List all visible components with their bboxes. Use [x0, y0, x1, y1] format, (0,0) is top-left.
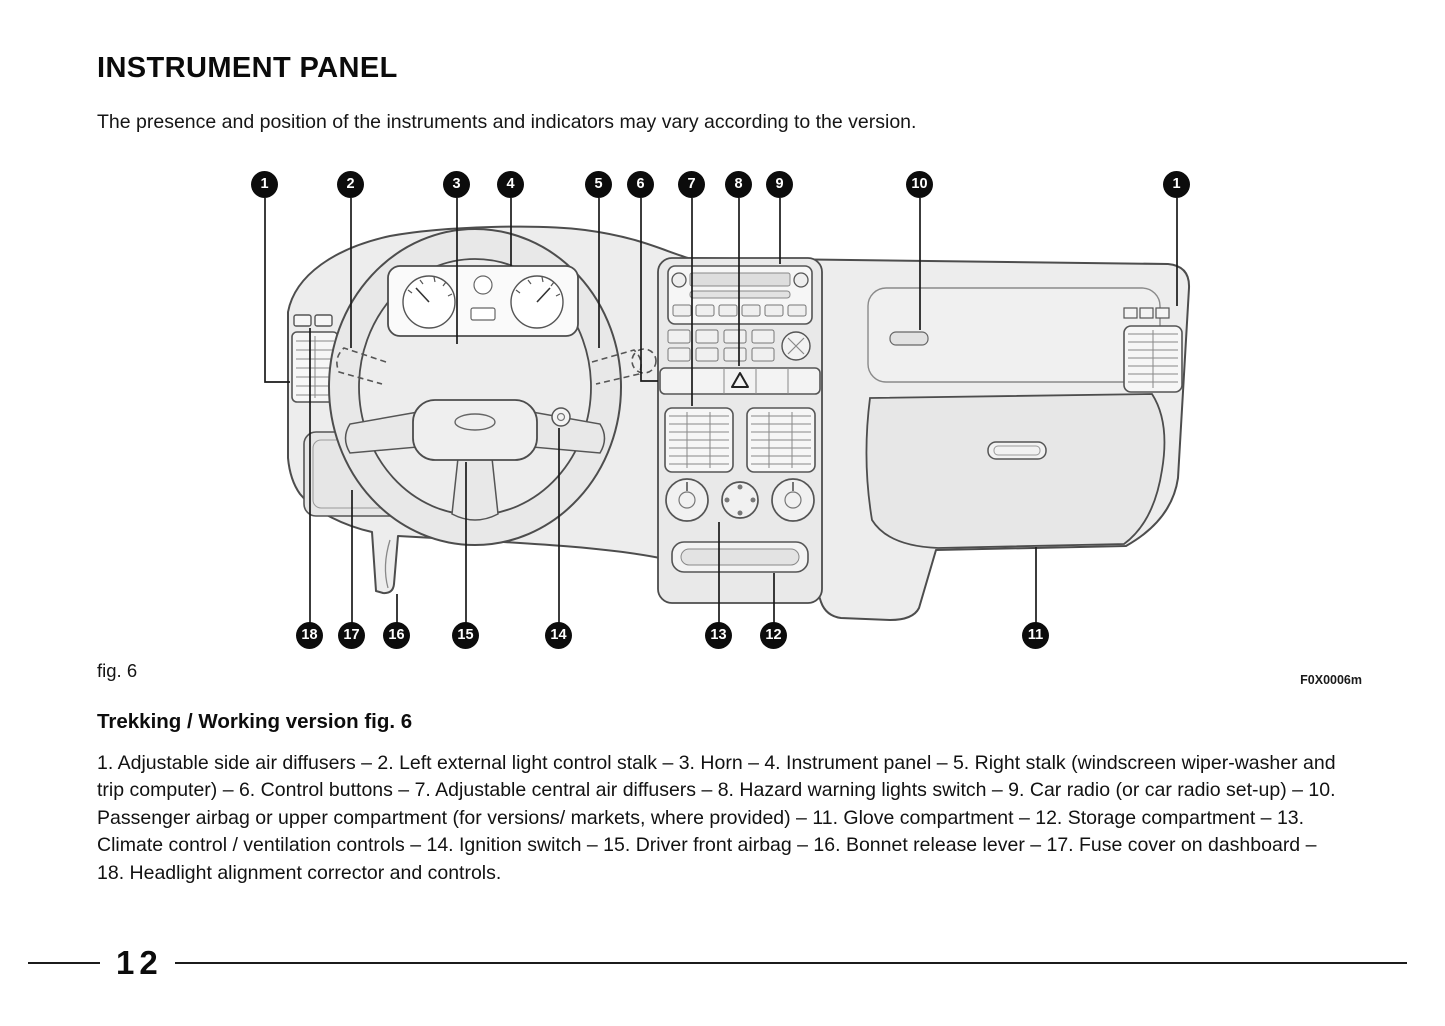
- control-buttons-strip: [659, 367, 821, 395]
- page-title: INSTRUMENT PANEL: [97, 52, 398, 84]
- callout-17: 17: [338, 622, 365, 649]
- right-air-diffuser: [1123, 307, 1183, 393]
- car-radio: [667, 265, 813, 325]
- instrument-cluster: [387, 265, 579, 337]
- callout-15: 15: [452, 622, 479, 649]
- legend-text: 1. Adjustable side air diffusers – 2. Le…: [97, 752, 1336, 884]
- callout-6: 6: [627, 171, 654, 198]
- right-stalk: [591, 349, 642, 385]
- ignition-switch: [551, 407, 571, 427]
- page-footer: 12: [0, 944, 1445, 982]
- callout-3: 3: [443, 171, 470, 198]
- callout-11: 11: [1022, 622, 1049, 649]
- callout-7: 7: [678, 171, 705, 198]
- callout-8: 8: [725, 171, 752, 198]
- callout-16: 16: [383, 622, 410, 649]
- callout-10: 10: [906, 171, 933, 198]
- callout-9: 9: [766, 171, 793, 198]
- page-number: 12: [116, 944, 163, 981]
- headlight-corrector-controls: [293, 314, 333, 327]
- intro-text: The presence and position of the instrum…: [97, 111, 917, 133]
- leader-lines: [264, 198, 1178, 623]
- callout-12: 12: [760, 622, 787, 649]
- figure-code: F0X0006m: [1300, 673, 1362, 687]
- callout-2: 2: [337, 171, 364, 198]
- passenger-airbag-compartment: [867, 287, 1161, 383]
- callout-14: 14: [545, 622, 572, 649]
- callout-1-right: 1: [1163, 171, 1190, 198]
- central-air-diffusers: [664, 407, 816, 473]
- callout-13: 13: [705, 622, 732, 649]
- storage-compartment: [671, 541, 809, 573]
- footer-rule-right: [174, 962, 1407, 964]
- climate-controls: [665, 478, 815, 522]
- callout-1-left: 1: [251, 171, 278, 198]
- callout-5: 5: [585, 171, 612, 198]
- dashboard-figure: 1 2 3 4 5 6 7 8 9 10 1 18 17 16 15 14 13…: [251, 171, 1191, 649]
- callout-4: 4: [497, 171, 524, 198]
- horn-pad: [454, 413, 496, 431]
- control-stalks: [336, 347, 657, 385]
- section-heading: Trekking / Working version fig. 6: [97, 710, 413, 733]
- callout-18: 18: [296, 622, 323, 649]
- console-buttons: [667, 329, 811, 362]
- hazard-switch-icon: [731, 372, 749, 388]
- bonnet-release-lever: [384, 539, 391, 589]
- glove-compartment: [865, 393, 1166, 549]
- footer-rule-left: [28, 962, 100, 964]
- left-stalk: [336, 347, 387, 385]
- figure-caption: fig. 6: [97, 660, 138, 681]
- dashboard-illustration: [264, 198, 1191, 623]
